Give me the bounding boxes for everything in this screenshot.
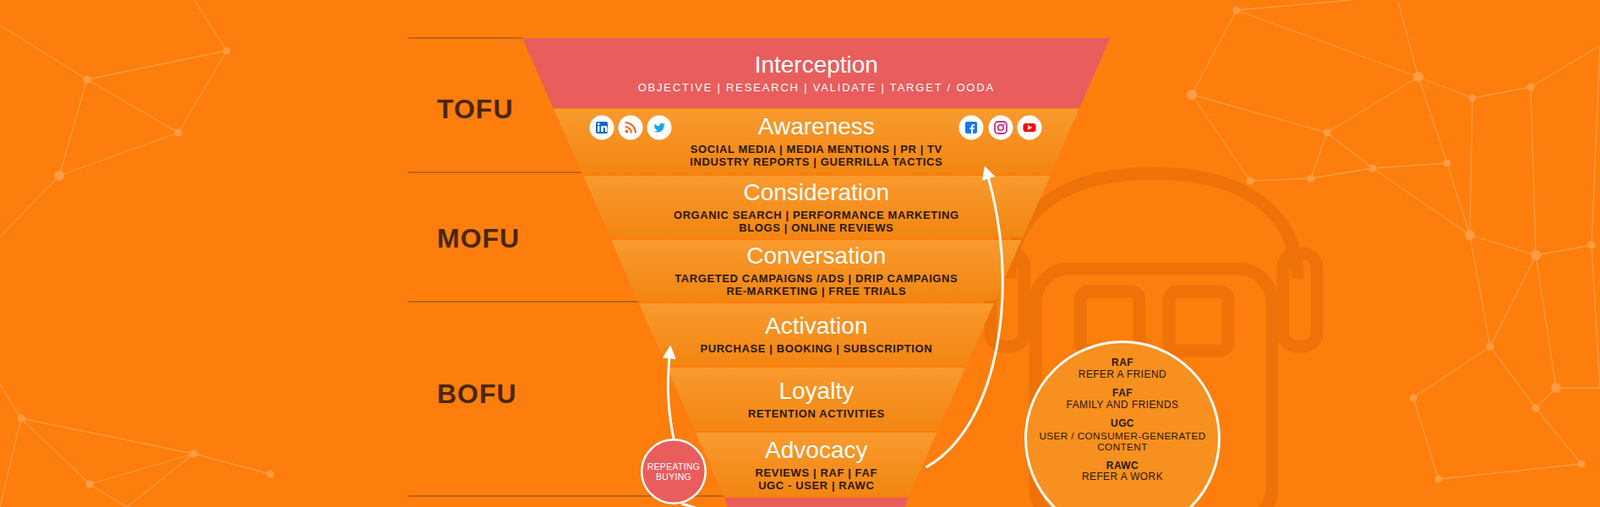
text-stack: REPEATING BUYING — [640, 438, 707, 505]
term-abbreviation: UGC — [1110, 418, 1135, 431]
funnel-bottom-band — [724, 497, 909, 507]
band-subtext: ORGANIC SEARCH | PERFORMANCE MARKETING B… — [672, 208, 961, 235]
band-fill — [638, 303, 994, 366]
band-fill — [553, 109, 1080, 175]
funnel-band: AdvocacyREVIEWS | RAF | FAF UGC - USER |… — [695, 432, 937, 497]
funnel-band: ConversationTARGETED CAMPAIGNS /ADS | DR… — [611, 240, 1022, 301]
badge-circle: REPEATING BUYING — [640, 438, 707, 505]
stage-label-holder: BOFU — [436, 377, 518, 410]
funnel-band: ConsiderationORGANIC SEARCH | PERFORMANC… — [583, 175, 1050, 238]
band-title: Advocacy — [764, 436, 868, 465]
loop-line — [681, 503, 699, 507]
band-title: Activation — [764, 312, 868, 340]
term-definition: REFER A WORK — [1081, 471, 1164, 484]
text-stack: ConsiderationORGANIC SEARCH | PERFORMANC… — [583, 175, 1050, 238]
linkedin-icon — [589, 115, 615, 141]
band-fill — [611, 240, 1022, 301]
facebook-icon — [959, 115, 984, 141]
text-stack: InterceptionOBJECTIVE | RESEARCH | VALID… — [522, 38, 1110, 109]
term-abbreviation: FAF — [1112, 387, 1133, 400]
funnel-band: InterceptionOBJECTIVE | RESEARCH | VALID… — [522, 38, 1110, 109]
text-stack: ActivationPURCHASE | BOOKING | SUBSCRIPT… — [638, 303, 994, 366]
stage-label: MOFU — [436, 222, 520, 255]
stage-label-holder: TOFU — [436, 92, 514, 126]
term-abbreviation: RAWC — [1106, 460, 1139, 473]
band-subtext: PURCHASE | BOOKING | SUBSCRIPTION — [699, 342, 933, 355]
band-subtext: RETENTION ACTIVITIES — [748, 407, 885, 421]
rss-icon — [618, 115, 644, 141]
band-title: Conversation — [746, 242, 886, 270]
term-abbreviation: RAF — [1111, 357, 1134, 370]
band-subtext: REVIEWS | RAF | FAF UGC - USER | RAWC — [753, 466, 879, 492]
flow-arrow — [667, 348, 674, 439]
band-subtext: SOCIAL MEDIA | MEDIA MENTIONS | PR | TV … — [688, 142, 944, 169]
text-stack: RAFREFER A FRIEND FAFFAMILY AND FRIENDS UG… — [1024, 340, 1221, 507]
stage-label: TOFU — [436, 92, 514, 126]
band-subtext: TARGETED CAMPAIGNS /ADS | DRIP CAMPAIGNS… — [673, 272, 960, 298]
circle-fill — [1026, 342, 1220, 507]
funnel-band: ActivationPURCHASE | BOOKING | SUBSCRIPT… — [638, 303, 994, 366]
network-dots — [17, 6, 1596, 489]
text-stack: AdvocacyREVIEWS | RAF | FAF UGC - USER |… — [695, 432, 937, 497]
twitter-icon — [647, 115, 672, 141]
youtube-icon — [1017, 115, 1043, 141]
band-title: Loyalty — [778, 377, 854, 405]
instagram-icon — [988, 115, 1014, 141]
band-title: Interception — [754, 51, 879, 79]
flow-arrow — [925, 168, 1003, 468]
band-fill — [522, 38, 1110, 109]
funnel-band: LoyaltyRETENTION ACTIVITIES — [666, 367, 966, 432]
stage-label: BOFU — [436, 377, 518, 410]
info-circle: RAFREFER A FRIEND FAFFAMILY AND FRIENDS UG… — [1024, 340, 1221, 507]
band-fill — [666, 367, 966, 432]
text-stack: LoyaltyRETENTION ACTIVITIES — [666, 367, 966, 432]
band-fill — [695, 432, 937, 497]
stage-label-holder: MOFU — [436, 222, 520, 255]
band-title: Awareness — [758, 113, 875, 141]
band-fill — [583, 175, 1050, 238]
term-definition: USER / CONSUMER-GENERATED CONTENT — [1037, 430, 1207, 454]
band-subtext: OBJECTIVE | RESEARCH | VALIDATE | TARGET… — [638, 81, 995, 94]
circle-fill — [641, 439, 706, 504]
term-definition: FAMILY AND FRIENDS — [1066, 399, 1180, 412]
badge-text: REPEATING BUYING — [646, 461, 702, 482]
band-title: Consideration — [742, 179, 890, 207]
term-definition: REFER A FRIEND — [1078, 369, 1167, 382]
text-stack: ConversationTARGETED CAMPAIGNS /ADS | DR… — [611, 240, 1022, 301]
